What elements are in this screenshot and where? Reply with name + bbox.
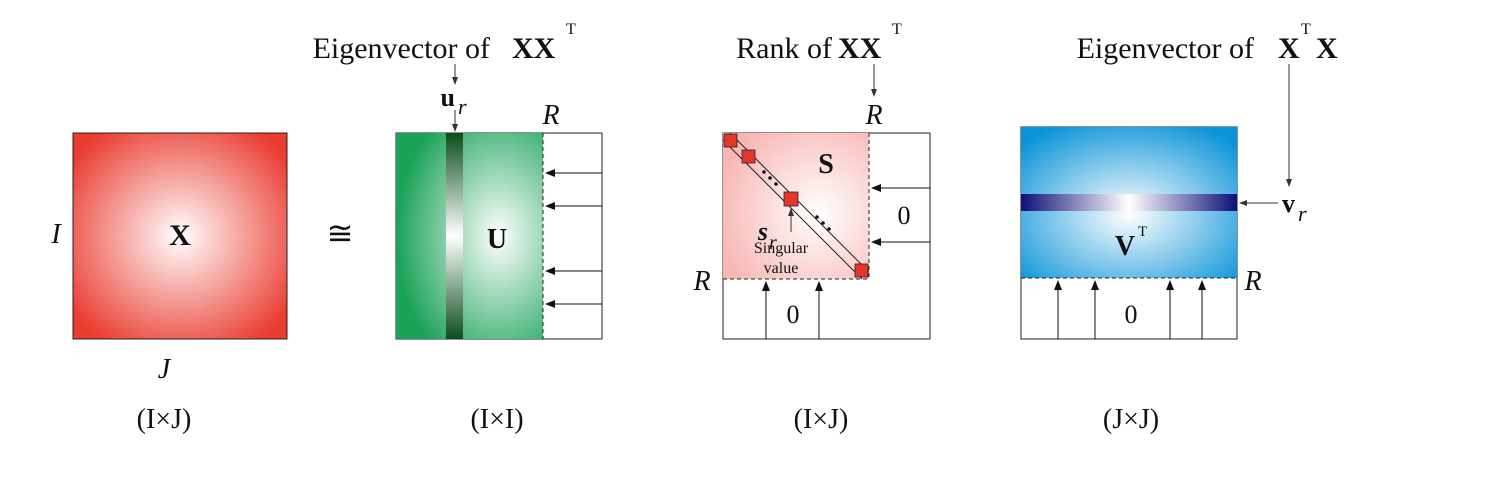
matrix-vt-title-m2: X — [1316, 32, 1338, 65]
matrix-x-label: X — [169, 219, 191, 252]
matrix-s-title-sup: T — [892, 21, 902, 38]
matrix-vt-label: V — [1115, 231, 1135, 262]
matrix-x-col-dim: J — [158, 354, 172, 385]
matrix-x — [72, 132, 288, 340]
u-r-vector-sub: r — [458, 94, 467, 119]
matrix-u-label: U — [487, 224, 507, 255]
v-r-vector-sub: r — [1298, 201, 1307, 226]
matrix-s-title-text: Rank of — [736, 32, 832, 65]
diag-ellipsis-left — [762, 170, 778, 186]
matrix-u-title-sup: T — [566, 21, 576, 38]
diag-square — [723, 133, 738, 148]
matrix-vt-title-text: Eigenvector of — [1077, 32, 1254, 65]
s-r-sub: r — [769, 232, 777, 254]
matrix-u-group: U R Eigenvector of XX T u r (I×I) — [313, 21, 603, 435]
matrix-u-arrows — [545, 169, 602, 308]
matrix-u-title-text: Eigenvector of — [313, 32, 490, 65]
matrix-vt-rank-label: R — [1243, 266, 1261, 297]
matrix-x-group: X I J (I×J) — [50, 132, 288, 435]
v-r-row — [1021, 194, 1237, 211]
diag-square — [741, 149, 756, 164]
matrix-s-group: S s r Singular value 0 0 R R Rank of XX … — [692, 21, 931, 435]
v-r-vector-label: v — [1282, 189, 1295, 218]
approx-equal-symbol: ≅ — [327, 215, 354, 251]
singular-value-note-1: Singular — [754, 240, 809, 257]
singular-value-note-2: value — [764, 260, 799, 277]
matrix-u-rank-label: R — [541, 100, 559, 131]
matrix-vt-size: (J×J) — [1103, 404, 1159, 435]
matrix-u-block — [396, 133, 543, 339]
matrix-s-rank-left: R — [692, 266, 710, 297]
matrix-s-zero-bottom: 0 — [787, 300, 800, 329]
matrix-x-row-dim: I — [50, 219, 62, 250]
matrix-x-size: (I×J) — [137, 404, 192, 435]
matrix-vt-label-sup: T — [1138, 224, 1147, 240]
matrix-s-rank-top: R — [864, 100, 882, 131]
matrix-vt-title-m1: X — [1278, 32, 1300, 65]
matrix-s-label: S — [818, 149, 834, 180]
diag-ellipsis-right — [815, 215, 831, 231]
u-r-column — [446, 133, 463, 339]
matrix-vt-title-sup: T — [1301, 21, 1311, 38]
matrix-vt-group: V T 0 R Eigenvector of X T X v r (J×J) — [1020, 21, 1338, 435]
matrix-s-size: (I×J) — [794, 404, 849, 435]
diag-square — [854, 263, 869, 278]
matrix-vt-zero: 0 — [1125, 300, 1138, 329]
matrix-s-title-matrix: XX — [838, 32, 882, 65]
matrix-s-zero-right: 0 — [898, 201, 911, 230]
diag-square-s-r — [783, 191, 799, 207]
matrix-u-title-matrix: XX — [512, 32, 556, 65]
u-r-vector-label: u — [441, 83, 455, 112]
matrix-u-size: (I×I) — [470, 404, 523, 435]
s-r-label: s — [757, 217, 768, 246]
